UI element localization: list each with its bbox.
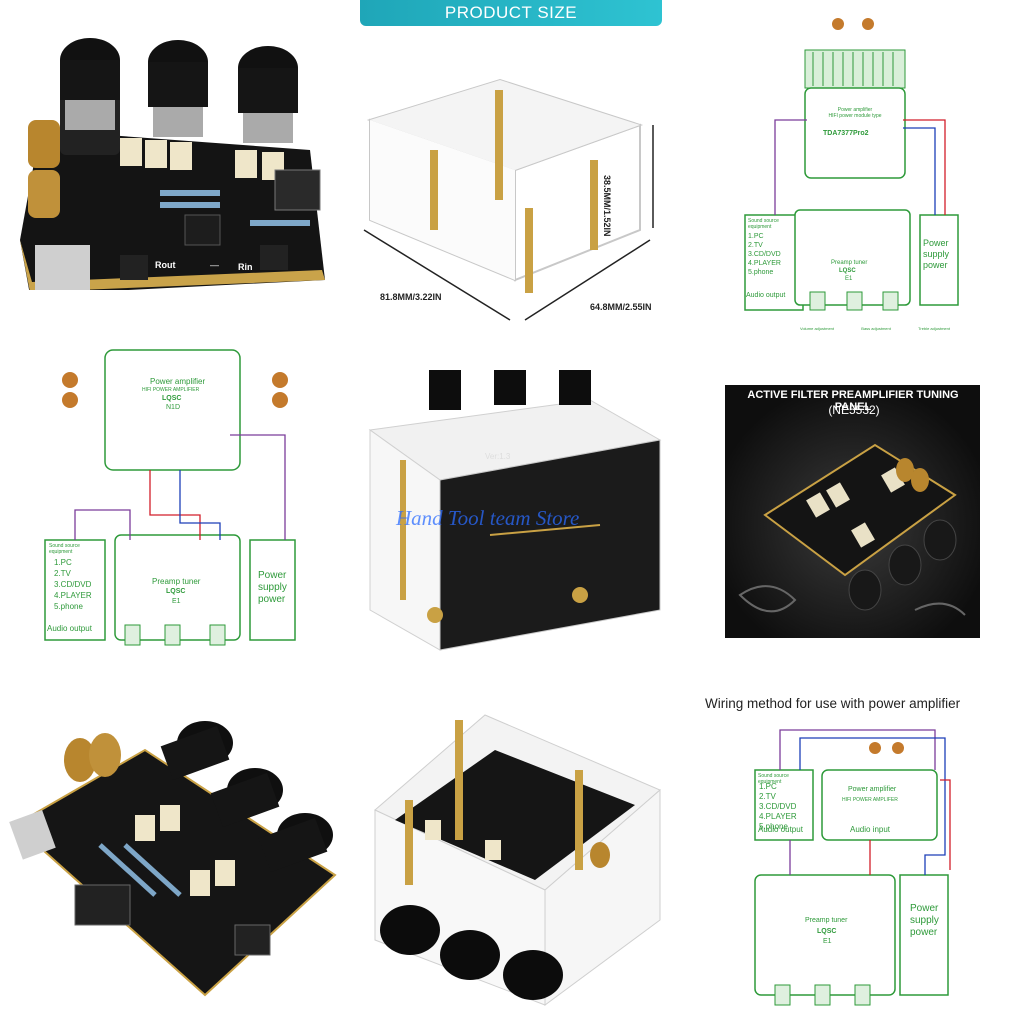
wiring-diagram-power-amp: Sound source equipment 1.PC 2.TV 3.CD/DV… bbox=[750, 720, 955, 1020]
d1-preamp: Preamp tuner bbox=[831, 260, 868, 266]
d1-source-3: 3.CD/DVD bbox=[748, 251, 781, 258]
d2-power-1: Power bbox=[258, 570, 287, 581]
board-photo-top: Rout — Rin bbox=[10, 30, 340, 290]
d2-preamp-code: E1 bbox=[172, 598, 181, 605]
knob-left bbox=[60, 38, 120, 155]
d2-source-2: 2.TV bbox=[54, 569, 71, 578]
d3-source-2: 2.TV bbox=[759, 792, 776, 801]
d1-source-title: Sound source equipment bbox=[748, 218, 779, 230]
d3-amp-sub: HIFI POWER AMPLIFER bbox=[842, 797, 898, 803]
d3-source-title: Sound source equipment bbox=[758, 773, 789, 785]
d2-source-5: 5.phone bbox=[54, 602, 83, 611]
d2-power-3: power bbox=[258, 594, 286, 605]
d1-preamp-code: E1 bbox=[845, 276, 853, 282]
d2-power: Power supply power bbox=[258, 570, 287, 606]
board-label-minus: — bbox=[210, 260, 219, 270]
d1-knob-treble: Treble adjustment bbox=[918, 326, 950, 331]
d1-power-3: power bbox=[923, 260, 948, 270]
d1-amp-title: Power amplifier HIFI power module type bbox=[828, 107, 882, 119]
d3-source-5: 5.phone bbox=[759, 822, 788, 831]
board-version: Ver:1.3 bbox=[485, 452, 511, 461]
d2-source-title: Sound source equipment bbox=[49, 543, 80, 555]
board-angle-photo bbox=[5, 705, 340, 1020]
d2-sources: 1.PC 2.TV 3.CD/DVD 4.PLAYER 5.phone bbox=[54, 557, 92, 612]
d3-power-1: Power bbox=[910, 903, 939, 914]
d2-amp-model: LQSC bbox=[162, 395, 182, 402]
d1-knob-volume: Volume adjustment bbox=[800, 326, 835, 331]
d3-amp-title: Power amplifier bbox=[848, 786, 897, 793]
d3-audio-output: Audio output bbox=[758, 825, 803, 834]
d1-knob-bass: Bass adjustment bbox=[861, 326, 891, 331]
wiring-diagram-tda7377: TDA7377Pro2 Power amplifier HIFI power m… bbox=[735, 10, 965, 340]
board-label-rin: Rin bbox=[238, 262, 253, 272]
d2-amp-sub: HIFI POWER AMPLIFIER bbox=[142, 387, 200, 393]
d3-source-4: 4.PLAYER bbox=[759, 812, 797, 821]
board-label-rout: Rout bbox=[155, 260, 176, 270]
d3-power: Power supply power bbox=[910, 903, 939, 939]
d1-source-5: 5.phone bbox=[748, 269, 774, 276]
d1-power-1: Power bbox=[923, 238, 949, 248]
d2-preamp-model: LQSC bbox=[166, 588, 186, 595]
d3-preamp: Preamp tuner bbox=[805, 917, 848, 924]
d1-power: Power supply power bbox=[923, 238, 949, 271]
wiring-caption: Wiring method for use with power amplifi… bbox=[705, 696, 961, 711]
d3-audio-input: Audio input bbox=[850, 825, 891, 834]
filter-panel-photo: ACTIVE FILTER PREAMPLIFIER TUNING PANEL … bbox=[725, 385, 980, 638]
acrylic-case-dimensions: 81.8MM/3.22IN 64.8MM/2.55IN 38.5MM/1.52I… bbox=[350, 30, 670, 330]
d2-source-1: 1.PC bbox=[54, 558, 72, 567]
d2-source-4: 4.PLAYER bbox=[54, 591, 92, 600]
d3-power-2: supply bbox=[910, 915, 939, 926]
d3-sources: 1.PC 2.TV 3.CD/DVD 4.PLAYER 5.phone bbox=[759, 782, 797, 832]
d1-preamp-model: LQSC bbox=[839, 268, 856, 274]
case-front-photo bbox=[365, 710, 665, 1010]
wiring-diagram-n1d: Power amplifier HIFI POWER AMPLIFIER LQS… bbox=[40, 345, 310, 675]
d1-amp-chip: TDA7377Pro2 bbox=[823, 130, 869, 137]
d1-source-1: 1.PC bbox=[748, 233, 764, 240]
d2-power-2: supply bbox=[258, 582, 287, 593]
d1-sources: 1.PC 2.TV 3.CD/DVD 4.PLAYER 5.phone bbox=[748, 232, 781, 277]
d2-audio-output: Audio output bbox=[47, 624, 92, 633]
d2-amp-title: Power amplifier bbox=[150, 377, 206, 386]
case-back-photo: Ver:1.3 Hand Tool team Store bbox=[360, 370, 670, 660]
filter-panel-title: ACTIVE FILTER PREAMPLIFIER TUNING PANEL bbox=[747, 389, 959, 413]
d2-amp-code: N1D bbox=[166, 404, 181, 411]
store-watermark: Hand Tool team Store bbox=[396, 506, 580, 530]
d3-power-3: power bbox=[910, 927, 938, 938]
d1-power-2: supply bbox=[923, 249, 950, 259]
dimension-length: 81.8MM/3.22IN bbox=[380, 292, 442, 302]
d2-source-3: 3.CD/DVD bbox=[54, 580, 92, 589]
d1-source-2: 2.TV bbox=[748, 242, 763, 249]
dimension-width: 64.8MM/2.55IN bbox=[590, 302, 652, 312]
filter-panel-subtitle: (NE5532) bbox=[828, 403, 880, 417]
d1-source-4: 4.PLAYER bbox=[748, 260, 781, 267]
d1-knob-labels: Volume adjustment Bass adjustment Treble… bbox=[800, 326, 950, 331]
dimension-height: 38.5MM/1.52IN bbox=[602, 175, 612, 237]
d3-source-3: 3.CD/DVD bbox=[759, 802, 797, 811]
d2-preamp: Preamp tuner bbox=[152, 577, 201, 586]
product-size-banner: PRODUCT SIZE bbox=[360, 0, 662, 26]
d3-preamp-model: LQSC bbox=[817, 928, 837, 935]
d3-source-1: 1.PC bbox=[759, 782, 777, 791]
d1-audio-output: Audio output bbox=[746, 292, 786, 299]
d3-preamp-code: E1 bbox=[823, 938, 832, 945]
